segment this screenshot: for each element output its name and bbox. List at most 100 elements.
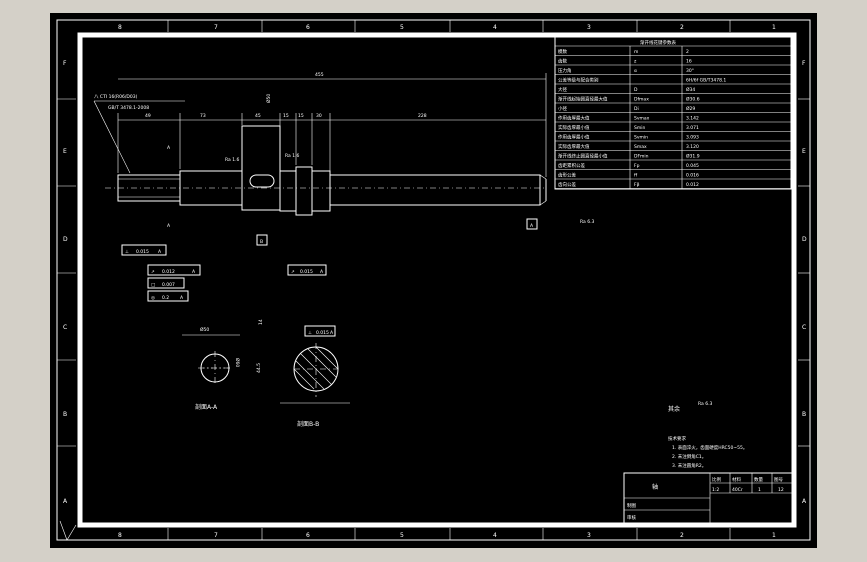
zone-labels-bottom: 8 7 6 5 4 3 2 1 xyxy=(118,532,776,539)
zone-row-b: B xyxy=(63,411,67,418)
dim-seg5: 15 xyxy=(298,113,304,119)
tb-number: 12 xyxy=(778,487,784,493)
table-cell-sym: ff xyxy=(634,173,638,179)
rough-3: Ra 6.3 xyxy=(580,219,595,225)
rest-rough-label: 其余 xyxy=(668,405,680,413)
zone-col-8: 8 xyxy=(118,24,122,31)
spline-callout: 八 CTI 16(R06/D03) GB/T 3478.1-2008 xyxy=(93,94,185,174)
zone-row-a-right: A xyxy=(802,498,807,505)
zone-col-5: 5 xyxy=(400,24,404,31)
tb-scale-header: 比例 xyxy=(712,476,721,483)
table-cell-name: 作用齿厚最小值 xyxy=(558,134,590,141)
rest-rough-val: Ra 6.3 xyxy=(698,401,713,407)
section-b-b: 14 44.5 剖面B-B xyxy=(256,319,350,428)
zone-col-2-bottom: 2 xyxy=(680,532,684,539)
shaft-step-3 xyxy=(311,170,331,212)
tol6-ref: A xyxy=(330,330,334,336)
tol1-sym: ⊥ xyxy=(125,249,129,255)
fit-line-2: GB/T 3478.1-2008 xyxy=(108,105,149,111)
table-cell-name: 渐开线起始圆直径最大值 xyxy=(558,96,608,103)
shaft-long-section xyxy=(329,174,541,206)
section-a-dim: Ø50 xyxy=(200,326,209,333)
zone-row-b-right: B xyxy=(802,411,806,418)
zone-row-a: A xyxy=(63,498,68,505)
table-cell-sym: Svmin xyxy=(634,135,648,141)
section-a-label: 剖面A-A xyxy=(195,403,218,411)
datum-b: B xyxy=(260,239,263,245)
table-cell-val: 0.045 xyxy=(686,163,699,169)
tol4-val: 0.2 xyxy=(162,295,169,301)
table-cell-val: Ø31.9 xyxy=(686,153,700,160)
table-cell-name: 大径 xyxy=(558,86,567,93)
drawing-canvas[interactable]: 8 7 6 5 4 3 2 1 8 7 6 5 4 3 2 1 F E D C … xyxy=(50,13,817,548)
section-mark-a: A xyxy=(167,223,171,229)
dim-seg2: 73 xyxy=(200,113,206,119)
tol5-val: 0.015 xyxy=(300,269,313,275)
tol5-sym: ↗ xyxy=(291,270,295,275)
tb-no-header: 图号 xyxy=(774,477,783,483)
shaft-gear-section xyxy=(241,125,281,211)
tol1-val: 0.015 xyxy=(136,249,149,255)
table-cell-name: 齿距累积公差 xyxy=(558,162,585,169)
tol3-sym: □ xyxy=(151,283,155,288)
keyway xyxy=(249,174,275,188)
ucs-icon xyxy=(59,520,77,541)
tol4-ref: A xyxy=(180,295,184,301)
zone-row-e-right: E xyxy=(802,148,806,155)
dim-seg1: 49 xyxy=(145,113,151,119)
outer-frame xyxy=(56,19,811,541)
table-cell-val: 0.012 xyxy=(686,182,699,188)
shaft-main-view xyxy=(105,125,547,216)
tol6-val: 0.015 xyxy=(316,330,329,336)
zone-col-4-bottom: 4 xyxy=(493,532,497,539)
zone-col-7: 7 xyxy=(214,24,218,31)
note-1: 1. 表面淬火，齿面硬度HRC50~55。 xyxy=(672,444,747,451)
table-cell-val: 6H/6f GB/T3478.1 xyxy=(686,78,726,84)
table-cell-sym: Smin xyxy=(634,125,645,131)
table-cell-sym: Dfmax xyxy=(634,97,649,103)
zone-col-6: 6 xyxy=(306,24,310,31)
tb-material-header: 材料 xyxy=(732,476,741,483)
note-2: 2. 未注倒角C1。 xyxy=(672,453,706,460)
section-b-dim: 14 xyxy=(258,319,264,325)
tol3-val: 0.007 xyxy=(162,282,175,288)
zone-row-d: D xyxy=(63,236,68,243)
tol2-ref: A xyxy=(192,269,196,275)
tol5-ref: A xyxy=(320,269,324,275)
table-cell-name: 齿形公差 xyxy=(558,172,576,179)
table-cell-name: 实际齿厚最小值 xyxy=(558,124,590,131)
table-cell-sym: Smax xyxy=(634,144,647,150)
tol1-ref: A xyxy=(158,249,162,255)
zone-col-4: 4 xyxy=(493,24,497,31)
rough-2: Ra 1.6 xyxy=(285,153,300,159)
zone-row-c-right: C xyxy=(802,324,806,331)
table-cell-name: 齿数 xyxy=(558,58,567,65)
section-a-dim2: Ø60 xyxy=(234,358,241,367)
table-cell-sym: Fp xyxy=(634,163,640,169)
drawing-viewport[interactable]: 8 7 6 5 4 3 2 1 8 7 6 5 4 3 2 1 F E D C … xyxy=(50,13,817,548)
table-cell-name: 齿向公差 xyxy=(558,181,576,188)
zone-labels-left: F E D C B A xyxy=(63,60,68,505)
table-cell-name: 实际齿厚最大值 xyxy=(558,143,590,150)
zone-labels-right: F E D C B A xyxy=(802,60,807,505)
table-cell-sym: m xyxy=(634,50,638,55)
section-b-dim2: 44.5 xyxy=(256,363,262,373)
zone-col-6-bottom: 6 xyxy=(306,532,310,539)
zone-col-2: 2 xyxy=(680,24,684,31)
dimensions: 455 49 73 45 15 15 30 228 Ø50 Ra 1.6 Ra … xyxy=(117,72,595,225)
dim-seg7: 228 xyxy=(418,113,427,119)
table-cell-sym: D xyxy=(634,87,638,93)
table-cell-sym: Fβ xyxy=(634,182,640,188)
shaft-collar xyxy=(295,166,313,216)
tol2-val: 0.012 xyxy=(162,269,175,275)
shaft-step-2 xyxy=(279,170,297,212)
tol4-sym: ◎ xyxy=(151,296,155,301)
tb-check: 审核 xyxy=(627,514,636,521)
table-cell-name: 模数 xyxy=(558,48,567,55)
table-cell-sym: Di xyxy=(634,106,639,112)
zone-col-5-bottom: 5 xyxy=(400,532,404,539)
notes-title: 技术要求 xyxy=(668,435,686,442)
table-cell-val: 2 xyxy=(686,49,689,55)
table-cell-val: 16 xyxy=(686,59,692,65)
